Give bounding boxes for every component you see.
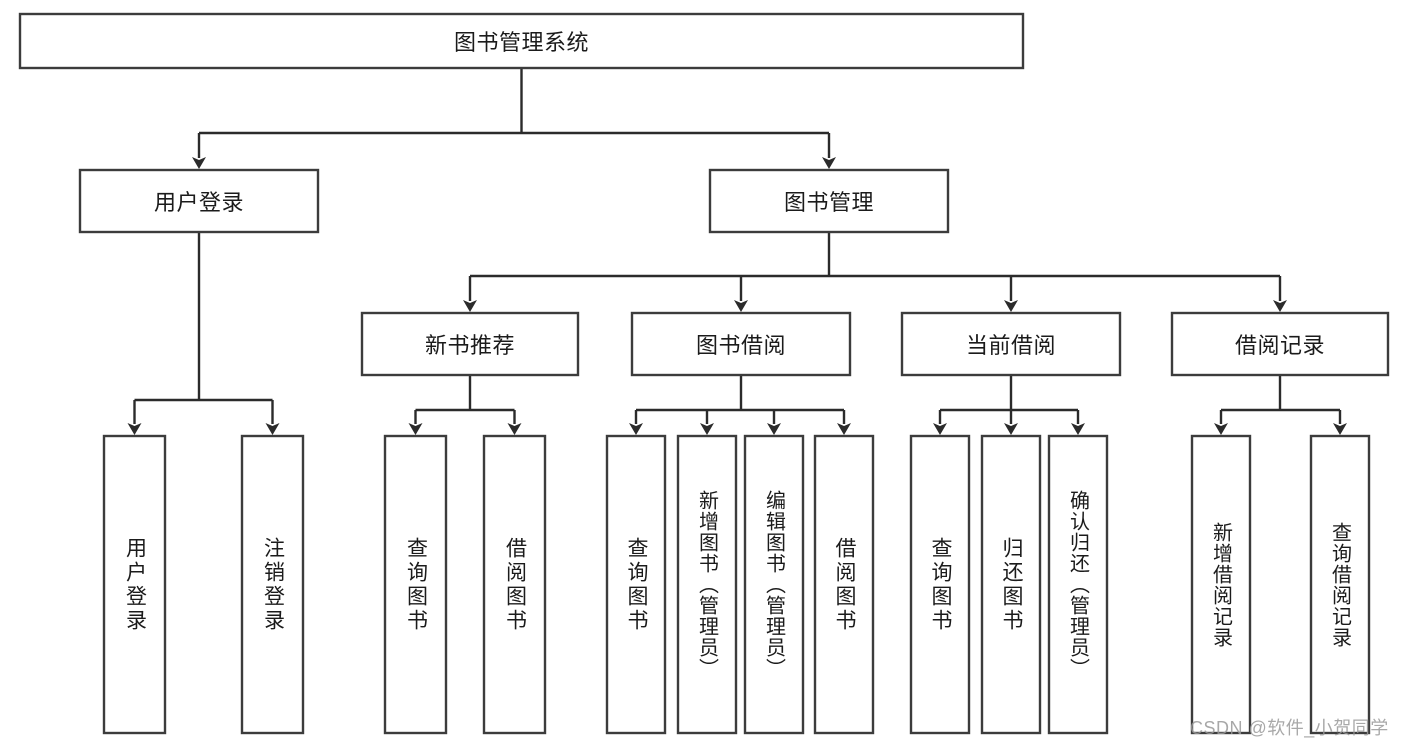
connector-layer xyxy=(127,68,1347,435)
level3-node-box xyxy=(630,311,852,377)
leaf-node-box xyxy=(1309,434,1371,735)
box-layer xyxy=(18,12,1390,735)
level3-node-box xyxy=(900,311,1122,377)
leaf-node-box xyxy=(980,434,1042,735)
csdn-watermark: CSDN @软件_小贺同学 xyxy=(1190,718,1389,738)
leaf-node-box xyxy=(909,434,971,735)
level3-node-box xyxy=(360,311,580,377)
level2-node-box xyxy=(78,168,320,234)
leaf-node-box xyxy=(676,434,738,735)
leaf-node-box xyxy=(813,434,875,735)
leaf-node-box xyxy=(102,434,167,735)
leaf-node-box xyxy=(743,434,805,735)
leaf-node-box xyxy=(605,434,667,735)
leaf-node-box xyxy=(1047,434,1109,735)
leaf-node-box xyxy=(482,434,547,735)
leaf-node-box xyxy=(383,434,448,735)
level3-node-box xyxy=(1170,311,1390,377)
leaf-node-box xyxy=(1190,434,1252,735)
level2-node-box xyxy=(708,168,950,234)
leaf-node-box xyxy=(240,434,305,735)
root-node-box xyxy=(18,12,1025,70)
